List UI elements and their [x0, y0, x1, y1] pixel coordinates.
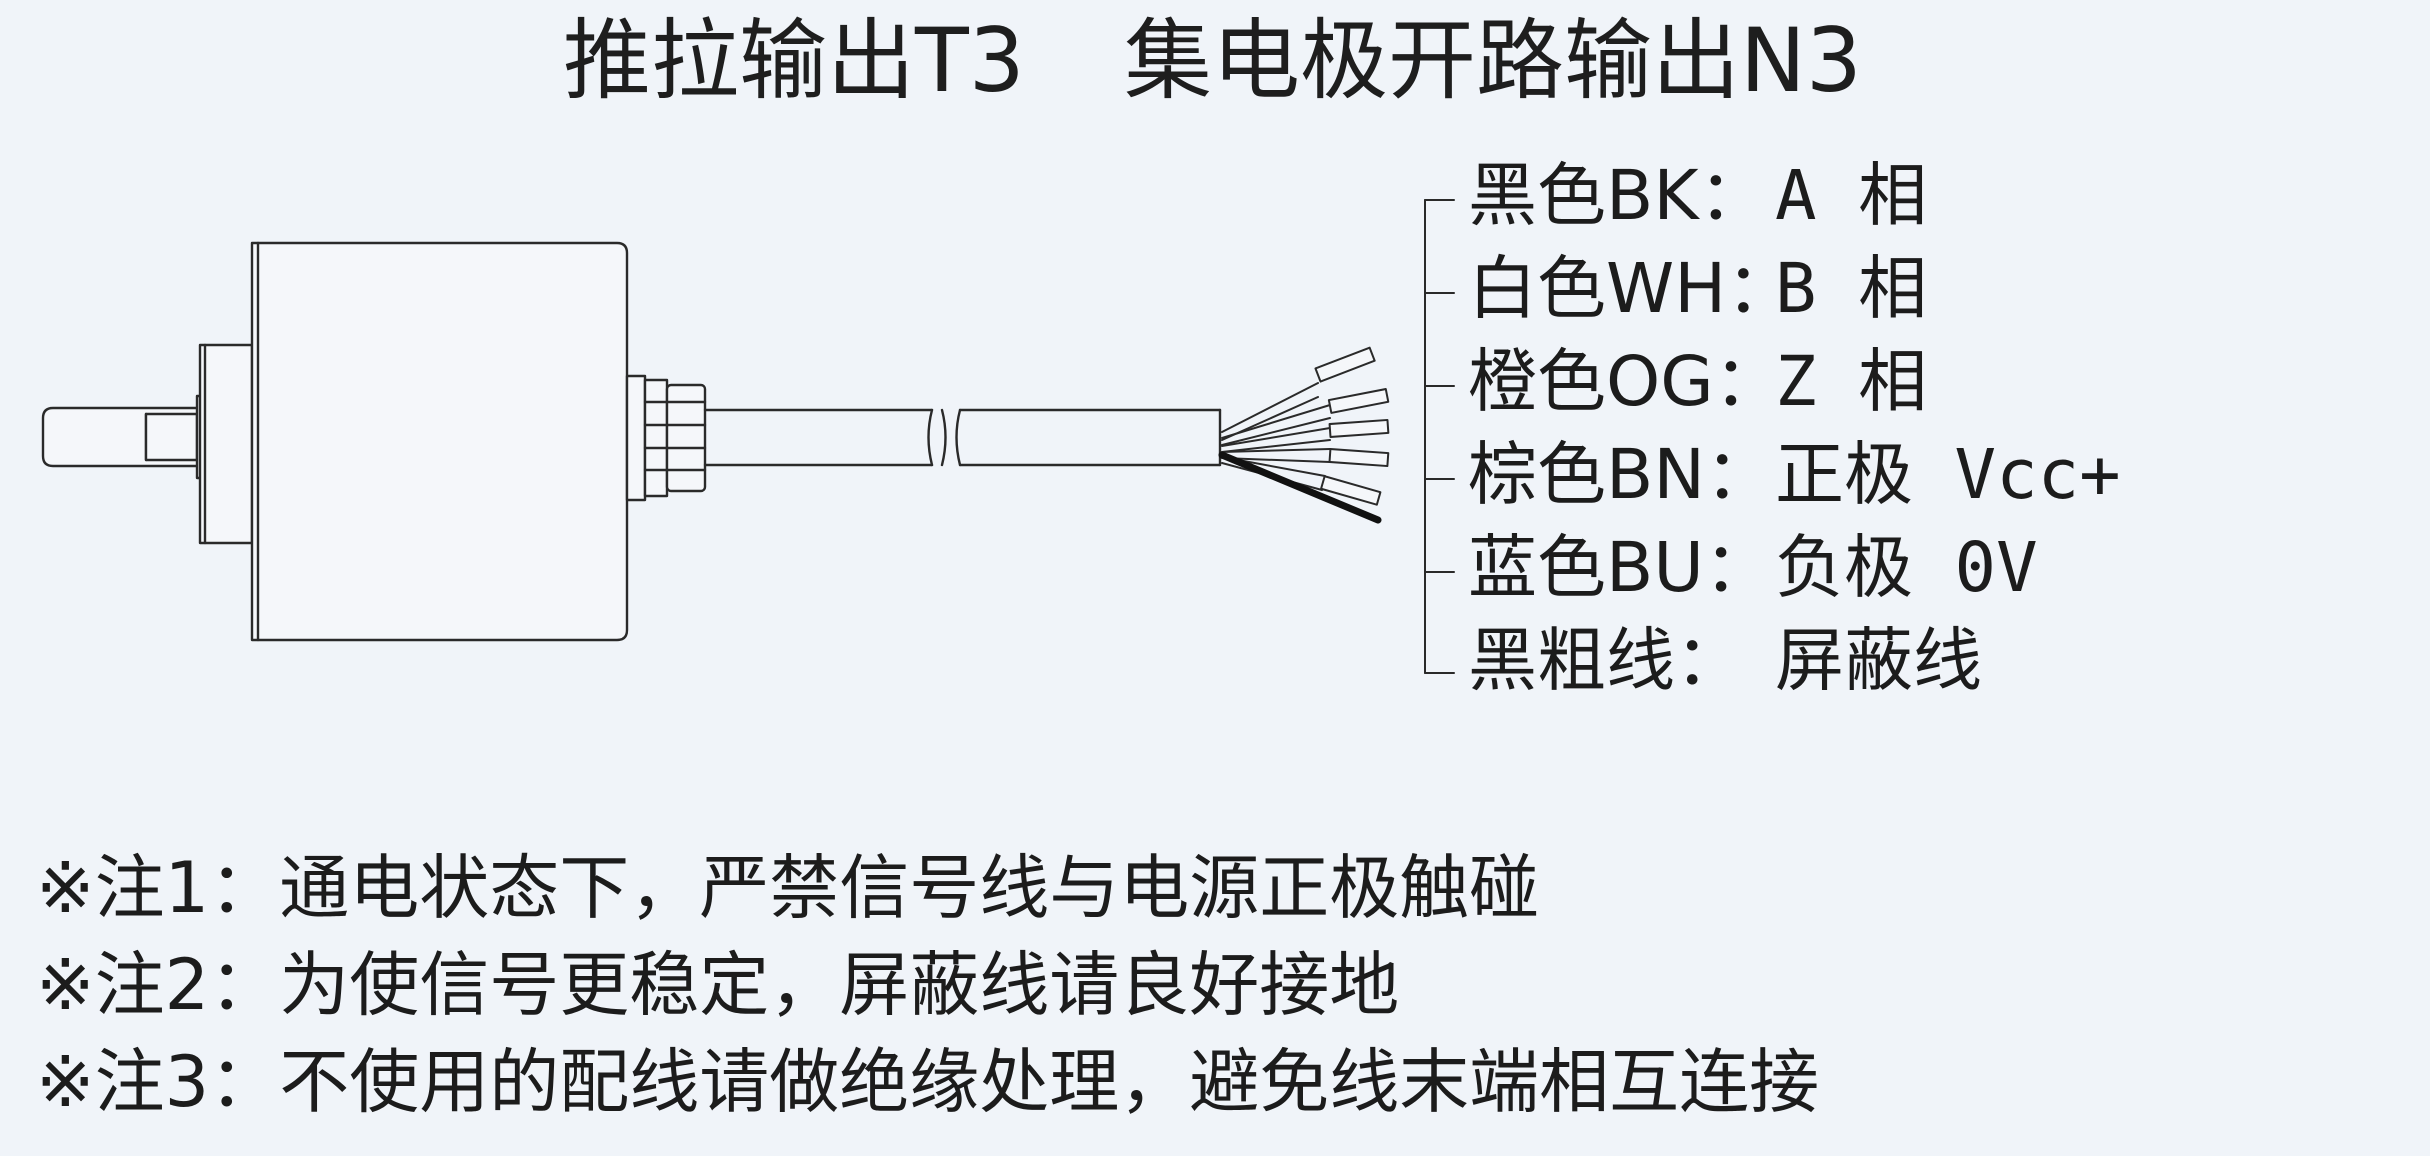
signal-wires	[1221, 346, 1390, 506]
wire-row-blue: 蓝色BU： 负极 0V	[1468, 522, 2168, 615]
cable-gland	[625, 374, 707, 502]
shield-wire	[1218, 451, 1382, 524]
encoder-body	[250, 241, 629, 642]
title-open-collector-output: 集电极开路输出N3	[1124, 9, 1862, 112]
wire-row-shield: 黑粗线： 屏蔽线	[1468, 615, 2168, 708]
wire-name: 棕色BN：	[1468, 435, 1774, 515]
wire-name: 白色WH：	[1468, 249, 1796, 329]
wire-function: A 相	[1775, 156, 1928, 236]
wire-row-white: 白色WH： B 相	[1468, 243, 2168, 336]
wire-row-brown: 棕色BN： 正极 Vcc+	[1468, 429, 2168, 522]
wire-function: Z 相	[1775, 342, 1928, 422]
note-3: ※注3：不使用的配线请做绝缘处理，避免线末端相互连接	[36, 1041, 1820, 1123]
wire-row-orange: 橙色OG： Z 相	[1468, 336, 2168, 429]
title-push-pull-output: 推拉输出T3	[563, 9, 1025, 112]
wire-color-legend: 黑色BK： A 相 白色WH： B 相 橙色OG： Z 相 棕色BN： 正极 V…	[1468, 150, 2168, 708]
note-2: ※注2：为使信号更稳定，屏蔽线请良好接地	[36, 944, 1400, 1026]
wire-function: 屏蔽线	[1775, 621, 1982, 701]
wire-function: 正极 Vcc+	[1775, 435, 2121, 515]
diagram-title: 推拉输出T3 集电极开路输出N3	[0, 6, 2430, 116]
encoder-flange	[195, 343, 254, 545]
wire-name: 黑粗线：	[1468, 621, 1744, 701]
wire-name: 橙色OG：	[1468, 342, 1783, 422]
cable	[703, 408, 1222, 467]
wire-name: 蓝色BU：	[1468, 528, 1773, 608]
note-1: ※注1：通电状态下，严禁信号线与电源正极触碰	[36, 847, 1540, 929]
wire-bracket	[1424, 199, 1455, 674]
wire-function: 负极 0V	[1775, 528, 2038, 608]
wire-name: 黑色BK：	[1468, 156, 1768, 236]
wire-row-black: 黑色BK： A 相	[1468, 150, 2168, 243]
encoder-shaft	[41, 406, 199, 468]
notes: ※注1：通电状态下，严禁信号线与电源正极触碰 ※注2：为使信号更稳定，屏蔽线请良…	[36, 840, 2386, 1131]
wire-function: B 相	[1775, 249, 1928, 329]
